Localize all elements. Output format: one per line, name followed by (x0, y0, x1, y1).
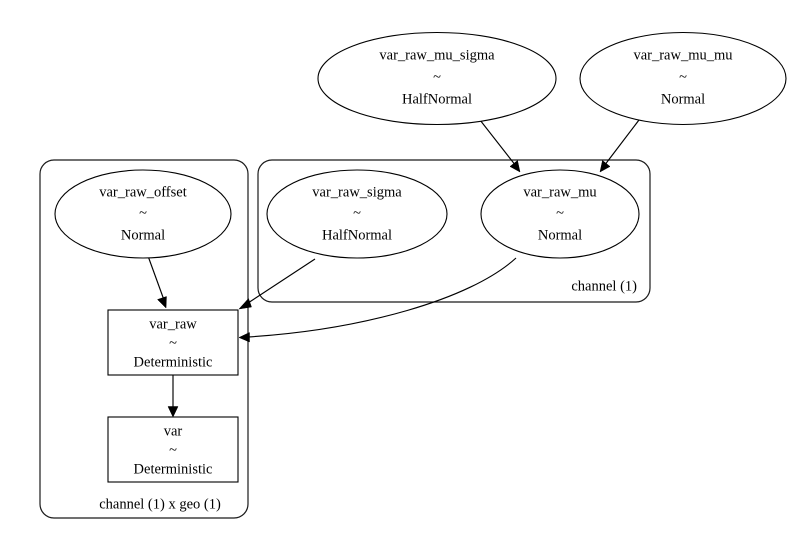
node-var_raw_mu-tilde: ~ (556, 205, 564, 221)
node-var-tilde: ~ (169, 442, 177, 458)
node-var_raw_offset[interactable]: var_raw_offset ~ Normal (54, 169, 232, 259)
node-var_raw_mu_mu-shape[interactable] (579, 31, 787, 126)
node-var_raw-name: var_raw (149, 316, 197, 332)
node-var_raw_mu_sigma-name: var_raw_mu_sigma (379, 47, 495, 63)
node-var-name: var (164, 423, 183, 439)
node-var_raw_offset-name: var_raw_offset (99, 184, 187, 200)
node-var_raw_mu_mu[interactable]: var_raw_mu_mu ~ Normal (579, 31, 787, 126)
edge-var_raw-to-var (167, 375, 179, 418)
node-var_raw_offset-tilde: ~ (139, 205, 147, 221)
node-var_raw-shape[interactable] (107, 309, 239, 376)
plate-channel-label: channel (1) (571, 278, 637, 294)
node-var_raw[interactable]: var_raw ~ Deterministic (107, 309, 239, 376)
node-var[interactable]: var ~ Deterministic (107, 416, 239, 483)
node-var_raw_mu_sigma-distribution: HalfNormal (402, 91, 472, 107)
node-var_raw_sigma-name: var_raw_sigma (312, 184, 402, 200)
node-var_raw_offset-shape[interactable] (54, 169, 232, 259)
node-var-distribution: Deterministic (134, 461, 213, 477)
plate-channel-geo-label: channel (1) x geo (1) (99, 496, 221, 512)
plate-channel: channel (1) (257, 159, 651, 303)
node-var_raw_sigma[interactable]: var_raw_sigma ~ HalfNormal (266, 169, 448, 259)
edge-var_raw_sigma-to-var_raw (238, 258, 316, 310)
node-var_raw_sigma-tilde: ~ (353, 205, 361, 221)
node-var-shape[interactable] (107, 416, 239, 483)
edge-var_raw_offset-to-var_raw (147, 255, 167, 309)
edge-var_raw_mu-to-var_raw (238, 257, 517, 343)
node-var_raw-tilde: ~ (169, 335, 177, 351)
node-var_raw_mu-distribution: Normal (538, 227, 582, 243)
edge-var_raw_mu_mu-to-var_raw_mu (599, 119, 640, 173)
node-var_raw_mu[interactable]: var_raw_mu ~ Normal (480, 169, 640, 259)
node-var_raw_mu_sigma[interactable]: var_raw_mu_sigma ~ HalfNormal (317, 31, 557, 126)
node-var_raw_mu-shape[interactable] (480, 169, 640, 259)
node-var_raw-distribution: Deterministic (134, 354, 213, 370)
node-var_raw_mu_mu-distribution: Normal (661, 91, 705, 107)
node-var_raw_mu-name: var_raw_mu (523, 184, 596, 200)
node-var_raw_sigma-distribution: HalfNormal (322, 227, 392, 243)
node-var_raw_sigma-shape[interactable] (266, 169, 448, 259)
node-var_raw_mu_sigma-tilde: ~ (433, 69, 441, 85)
node-var_raw_mu_mu-tilde: ~ (679, 69, 687, 85)
edge-var_raw_mu_sigma-to-var_raw_mu (479, 119, 521, 173)
plate-channel-border (257, 159, 651, 303)
node-var_raw_offset-distribution: Normal (121, 227, 165, 243)
node-var_raw_mu_sigma-shape[interactable] (317, 31, 557, 126)
node-var_raw_mu_mu-name: var_raw_mu_mu (633, 47, 732, 63)
